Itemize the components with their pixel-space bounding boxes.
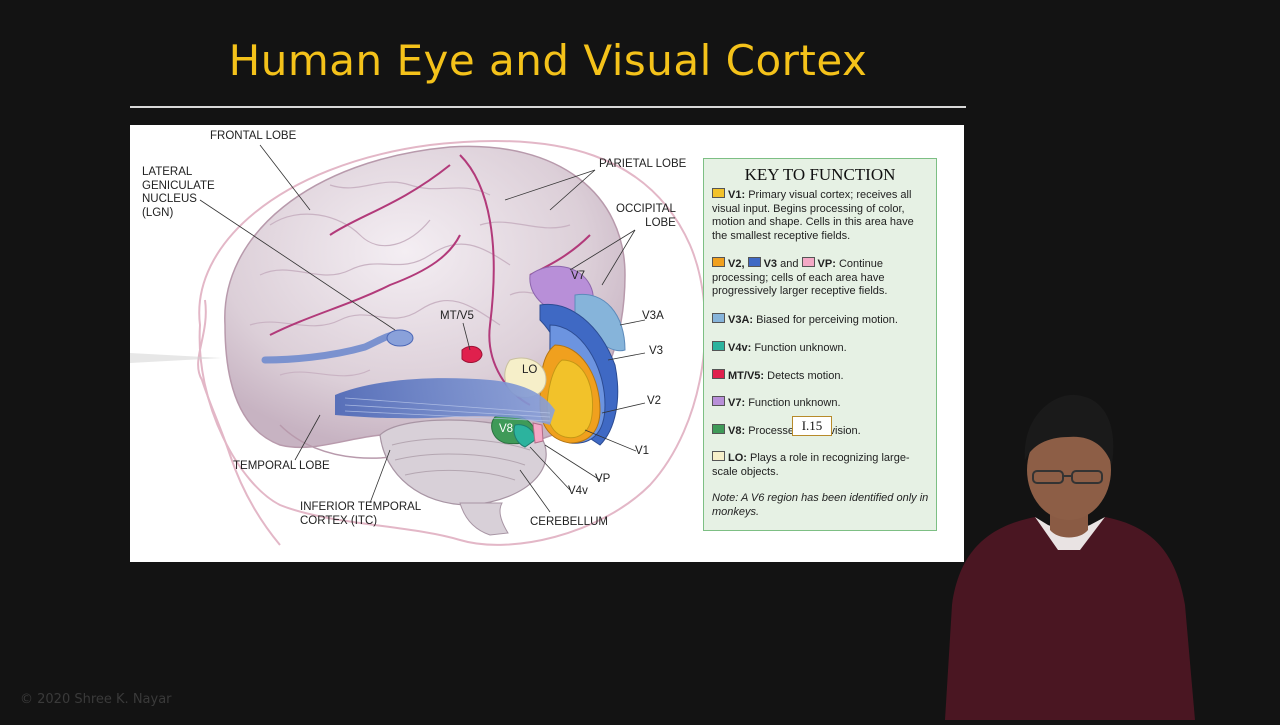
v1-label: V1:: [728, 189, 746, 201]
v3a-text: Biased for perceiving motion.: [756, 314, 898, 326]
function-key: KEY TO FUNCTION V1: Primary visual corte…: [703, 158, 937, 531]
v3a-swatch: [712, 313, 725, 323]
v1-text: Primary visual cortex; receives all visu…: [712, 189, 914, 242]
label-parietal-lobe: PARIETAL LOBE: [599, 158, 687, 170]
and-text: and: [780, 258, 799, 270]
v3-label: V3: [763, 258, 778, 270]
mt-label: MT/V5:: [728, 370, 765, 382]
v2-label: V2,: [728, 258, 745, 270]
v7-swatch: [712, 396, 725, 406]
copyright-text: © 2020 Shree K. Nayar: [20, 692, 172, 707]
key-item-v2-v3-vp: V2, V3 and VP: Continue processing; cell…: [712, 257, 930, 299]
v1-swatch: [712, 188, 725, 198]
label-v3a: V3A: [642, 310, 664, 322]
v8-label: V8:: [728, 425, 746, 437]
title-divider: [130, 106, 966, 108]
brain-illustration: [130, 139, 707, 546]
label-frontal-lobe: FRONTAL LOBE: [210, 130, 297, 142]
key-item-v3a: V3A: Biased for perceiving motion.: [712, 313, 930, 328]
presenter-silhouette: [945, 394, 1195, 720]
v4v-text: Function unknown.: [754, 342, 847, 354]
v8-swatch: [712, 424, 725, 434]
v2-text: Continue processing; cells of each area …: [712, 258, 888, 297]
label-v3: V3: [649, 345, 664, 357]
lo-label: LO:: [728, 452, 747, 464]
key-note: Note: A V6 region has been identified on…: [712, 492, 929, 518]
label-lgn: LATERAL GENICULATE NUCLEUS (LGN): [142, 166, 215, 219]
label-mt-v5: MT/V5: [440, 310, 474, 322]
key-item-mt-v5: MT/V5: Detects motion.: [712, 369, 930, 384]
v7-label: V7:: [728, 397, 746, 409]
vp-swatch: [801, 257, 815, 267]
brain-figure: FRONTAL LOBE LATERAL GENICULATE NUCLEUS …: [130, 125, 964, 562]
v4v-label: V4v:: [728, 342, 752, 354]
v2-swatch: [712, 257, 725, 267]
presenter-video: [940, 385, 1200, 720]
key-item-v1: V1: Primary visual cortex; receives all …: [712, 188, 930, 243]
label-v2: V2: [647, 395, 662, 407]
label-occipital-lobe: OCCIPITAL LOBE: [616, 203, 676, 229]
v4v-swatch: [712, 341, 725, 351]
key-item-v7: V7: Function unknown.: [712, 396, 930, 411]
label-v1: V1: [635, 445, 650, 457]
label-v7: V7: [571, 270, 586, 282]
v3a-label: V3A:: [728, 314, 754, 326]
mt-text: Detects motion.: [767, 370, 844, 382]
lo-swatch: [712, 451, 725, 461]
label-vp: VP: [595, 473, 611, 485]
vp-label: VP:: [817, 258, 836, 270]
v3-swatch: [747, 257, 761, 267]
key-item-v4v: V4v: Function unknown.: [712, 341, 930, 356]
label-v4v: V4v: [568, 485, 588, 497]
label-temporal-lobe: TEMPORAL LOBE: [233, 460, 330, 472]
page-number: I.15: [792, 416, 832, 436]
label-v8: V8: [499, 423, 514, 435]
label-lo: LO: [522, 364, 538, 376]
lo-text: Plays a role in recognizing large-scale …: [712, 452, 910, 478]
label-cerebellum: CEREBELLUM: [530, 516, 608, 528]
v7-text: Function unknown.: [748, 397, 841, 409]
key-title: KEY TO FUNCTION: [744, 165, 896, 184]
slide-title: Human Eye and Visual Cortex: [228, 36, 868, 85]
mt-swatch: [712, 369, 725, 379]
label-itc: INFERIOR TEMPORAL CORTEX (ITC): [300, 501, 422, 527]
key-item-lo: LO: Plays a role in recognizing large-sc…: [712, 451, 930, 479]
